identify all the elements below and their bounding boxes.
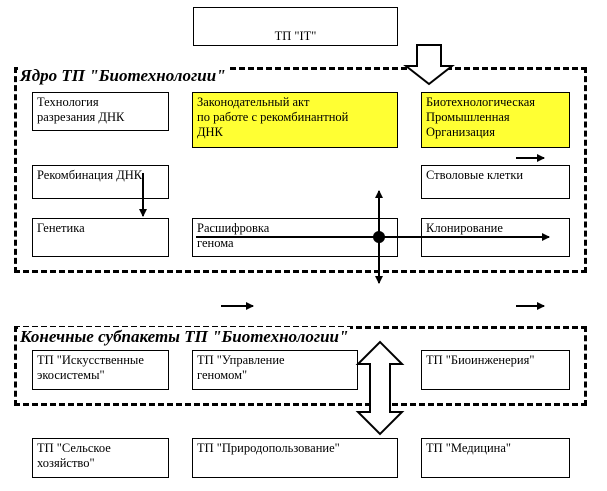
medicine-box: ТП "Медицина"	[421, 438, 570, 478]
bioengineering-box: ТП "Биоинженерия"	[421, 350, 570, 390]
cloning-box: Клонирование	[421, 218, 570, 257]
core-frame	[14, 67, 587, 273]
dna-cutting-box: Технология разрезания ДНК	[32, 92, 169, 131]
final-heading: Конечные субпакеты ТП "Биотехнологии"	[18, 327, 351, 347]
genome-management-box: ТП "Управление геномом"	[192, 350, 358, 390]
bio-org-box: Биотехнологическая Промышленная Организа…	[421, 92, 570, 148]
genetics-box: Генетика	[32, 218, 169, 257]
genome-decoding-box: Расшифровка генома	[192, 218, 398, 257]
nature-use-box: ТП "Природопользование"	[192, 438, 398, 478]
tp-it-box: ТП "IT"	[193, 7, 398, 46]
core-heading: Ядро ТП "Биотехнологии"	[18, 66, 228, 86]
artificial-ecosystems-box: ТП "Искусственные экосистемы"	[32, 350, 169, 390]
legislative-act-box: Законодательный акт по работе с рекомбин…	[192, 92, 398, 148]
tp-it-label: ТП "IT"	[274, 29, 317, 43]
agriculture-box: ТП "Сельское хозяйство"	[32, 438, 169, 478]
dna-recombination-box: Рекомбинация ДНК	[32, 165, 169, 199]
stem-cells-box: Стволовые клетки	[421, 165, 570, 199]
